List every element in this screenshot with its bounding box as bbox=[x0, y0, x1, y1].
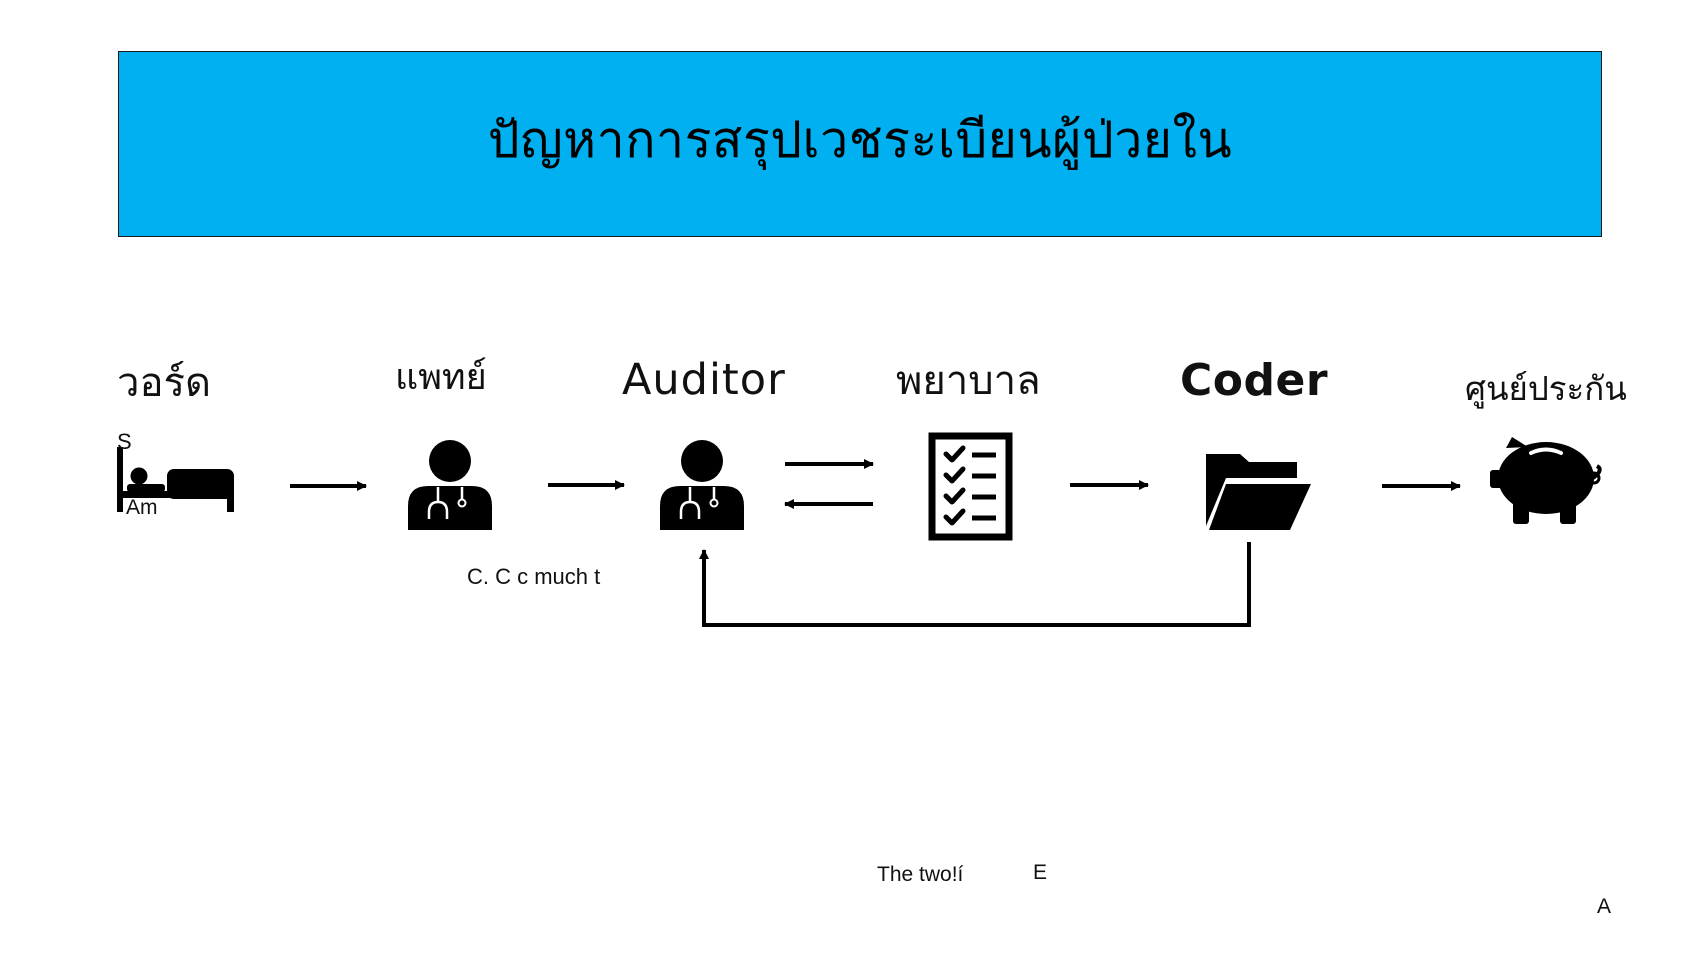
auditor-doctor-icon bbox=[660, 440, 744, 530]
page-title: ปัญหาการสรุปเวชระเบียนผู้ป่วยใน bbox=[487, 110, 1233, 169]
corner-text: A bbox=[1597, 895, 1612, 918]
stray-note: C. C c much t bbox=[467, 564, 601, 589]
nurse-label: พยาบาล bbox=[896, 358, 1041, 404]
coder-label: Coder bbox=[1180, 355, 1329, 406]
auditor-label: Auditor bbox=[622, 355, 786, 405]
doctor-icon bbox=[408, 440, 492, 530]
stray-text-s: S bbox=[117, 429, 132, 454]
checklist-icon bbox=[928, 432, 1013, 541]
feedback-arrow-coder-to-auditor bbox=[699, 542, 1251, 627]
doctor-label: แพทย์ bbox=[395, 357, 487, 398]
stray-text-am: Am bbox=[126, 496, 158, 519]
footer-text-a: The two!í bbox=[877, 863, 964, 886]
piggy-bank-icon bbox=[1490, 437, 1602, 524]
insurance-label: ศูนย์ประกัน bbox=[1465, 369, 1627, 408]
open-folder-icon bbox=[1206, 454, 1311, 530]
ward-label: วอร์ด bbox=[117, 360, 211, 406]
hospital-bed-icon bbox=[117, 447, 234, 512]
footer-text-b: E bbox=[1033, 861, 1048, 884]
title-banner: ปัญหาการสรุปเวชระเบียนผู้ป่วยใน bbox=[118, 51, 1602, 237]
